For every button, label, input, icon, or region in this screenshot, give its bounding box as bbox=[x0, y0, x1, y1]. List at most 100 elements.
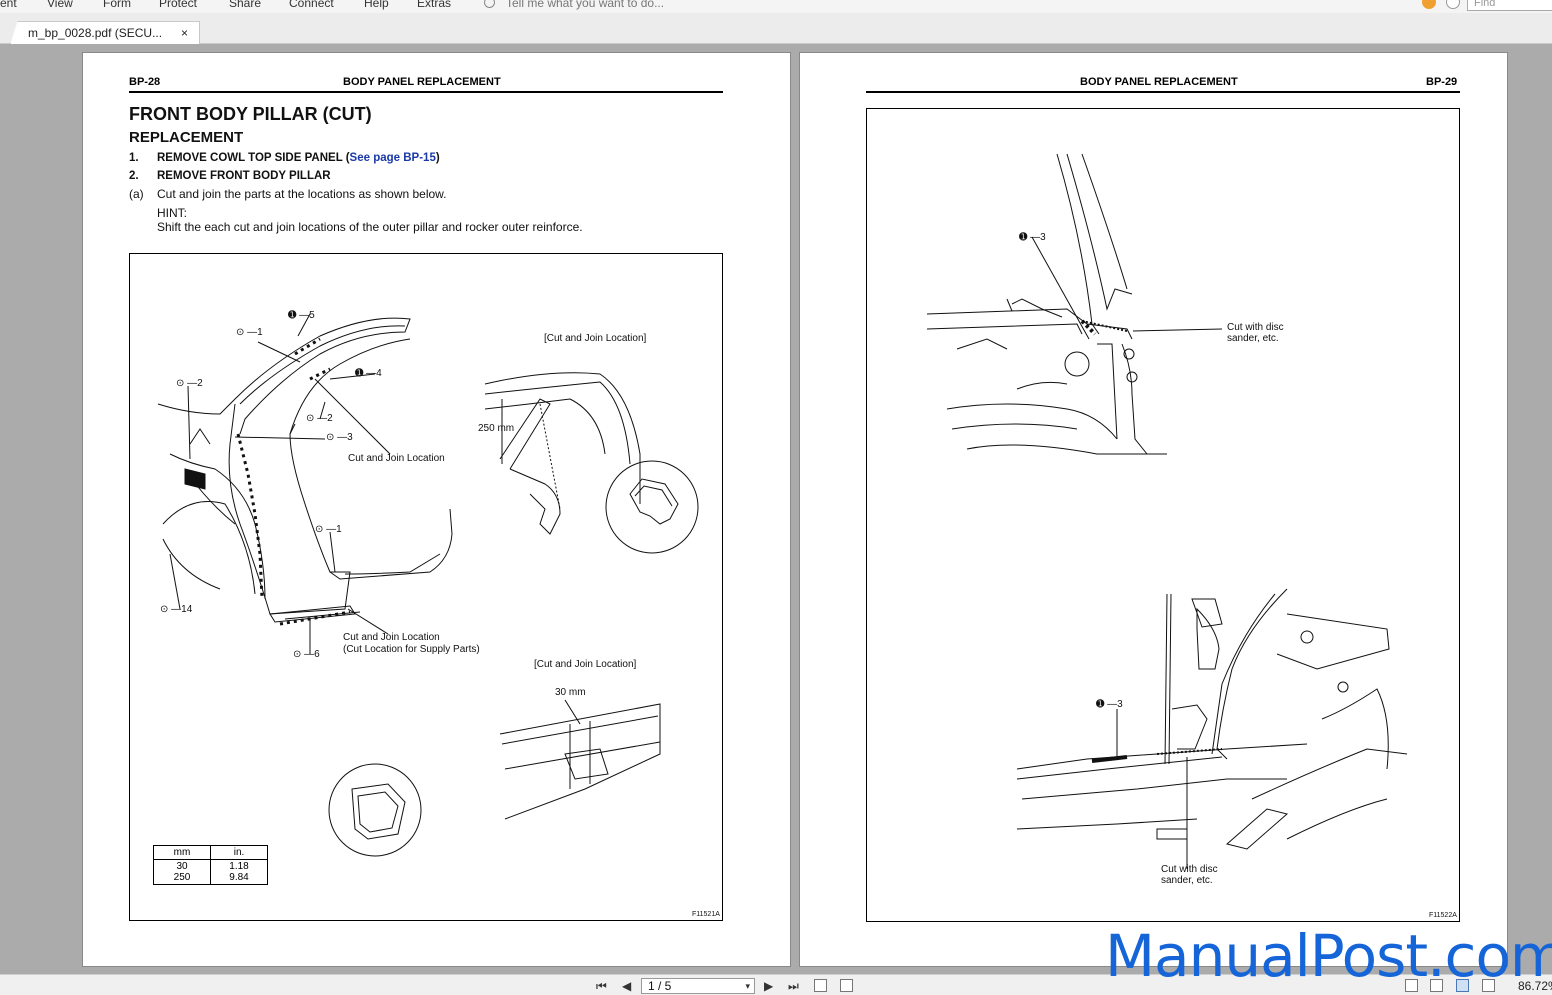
section-title: FRONT BODY PILLAR (CUT) bbox=[129, 104, 372, 124]
next-page-icon[interactable]: ▶ bbox=[764, 979, 774, 993]
page-code: BP-29 bbox=[1426, 76, 1458, 88]
callout-3: ⊙ —3 bbox=[326, 432, 353, 443]
page-header: BODY PANEL REPLACEMENT bbox=[343, 76, 501, 88]
callout-3-bottom-number: 3 bbox=[1117, 699, 1123, 710]
header-rule bbox=[866, 91, 1460, 93]
page-bp-29: BODY PANEL REPLACEMENT BP-29 bbox=[799, 52, 1508, 967]
label-cut-join-top: [Cut and Join Location] bbox=[544, 333, 647, 344]
callout-2-left-number: 2 bbox=[197, 378, 203, 389]
callout-1-top: ⊙ —1 bbox=[236, 327, 263, 338]
previous-view-icon[interactable] bbox=[814, 979, 827, 992]
tell-me-search[interactable]: Tell me what you want to do... bbox=[506, 0, 665, 10]
label-cut-join-bottom: [Cut and Join Location] bbox=[534, 659, 637, 670]
callout-3-top-number: 3 bbox=[1040, 232, 1046, 243]
callout-1-mid: ⊙ —1 bbox=[315, 524, 342, 535]
step-2: REMOVE FRONT BODY PILLAR bbox=[157, 170, 331, 182]
account-icon[interactable] bbox=[1446, 0, 1460, 9]
page-number-input[interactable]: 1 / 5 ▾ bbox=[641, 978, 755, 994]
status-bar: ⏮ ◀ 1 / 5 ▾ ▶ ⏭ 86.72% bbox=[0, 974, 1552, 995]
header-rule bbox=[129, 91, 723, 93]
document-tab-bar: m_bp_0028.pdf (SECU... × bbox=[0, 13, 1552, 45]
document-viewport[interactable]: BP-28 BODY PANEL REPLACEMENT FRONT BODY … bbox=[0, 44, 1552, 974]
document-tab[interactable]: m_bp_0028.pdf (SECU... × bbox=[10, 21, 200, 45]
callout-2-mid-number: 2 bbox=[327, 413, 333, 424]
callout-4: ➊ —4 bbox=[355, 368, 382, 379]
continuous-view-icon[interactable] bbox=[1430, 979, 1443, 992]
table-header-row: mm in. bbox=[153, 845, 268, 860]
next-view-icon[interactable] bbox=[840, 979, 853, 992]
figure-id: F11522A bbox=[1429, 912, 1457, 919]
callout-5: ➊ —5 bbox=[288, 310, 315, 321]
callout-1-mid-number: 1 bbox=[336, 524, 342, 535]
last-page-icon[interactable]: ⏭ bbox=[788, 979, 799, 993]
continuous-facing-view-icon[interactable] bbox=[1482, 979, 1495, 992]
table-cell-value: 30 bbox=[176, 861, 188, 872]
page-header: BODY PANEL REPLACEMENT bbox=[1080, 76, 1238, 88]
callout-3-bottom: ➊ —3 bbox=[1096, 699, 1123, 710]
menu-item-protect[interactable]: Protect bbox=[159, 0, 198, 10]
label-cut-join-location: Cut and Join Location bbox=[348, 453, 445, 464]
hint-text: Shift the each cut and join locations of… bbox=[157, 220, 583, 234]
previous-page-icon[interactable]: ◀ bbox=[622, 979, 632, 993]
label-cut-disc-top-2: sander, etc. bbox=[1227, 333, 1279, 344]
callout-3-top: ➊ —3 bbox=[1019, 232, 1046, 243]
label-30mm: 30 mm bbox=[555, 687, 586, 698]
first-page-icon[interactable]: ⏮ bbox=[596, 979, 607, 993]
step-2-text: REMOVE FRONT BODY PILLAR bbox=[157, 170, 331, 182]
callout-4-number: 4 bbox=[376, 368, 382, 379]
tab-title: m_bp_0028.pdf (SECU... bbox=[28, 26, 163, 40]
label-cut-join-supply-2: (Cut Location for Supply Parts) bbox=[343, 644, 480, 655]
callout-6-number: 6 bbox=[314, 649, 320, 660]
menu-item-share[interactable]: Share bbox=[229, 0, 262, 10]
callout-14: ⊙ —14 bbox=[160, 604, 193, 615]
menu-item-extras[interactable]: Extras bbox=[417, 0, 452, 10]
label-cut-disc-top-1: Cut with disc bbox=[1227, 322, 1284, 333]
watermark-text: ManualPost.com bbox=[1105, 922, 1552, 990]
table-header-cell: mm bbox=[153, 845, 211, 860]
chevron-down-icon[interactable]: ▾ bbox=[745, 981, 750, 991]
label-cut-disc-bottom-2: sander, etc. bbox=[1161, 875, 1213, 886]
zoom-level[interactable]: 86.72% bbox=[1518, 979, 1552, 993]
lightbulb-icon bbox=[484, 0, 495, 8]
callout-14-number: 14 bbox=[181, 604, 193, 615]
sub-step-label: (a) bbox=[129, 187, 144, 201]
callout-6: ⊙ —6 bbox=[293, 649, 320, 660]
menu-bar: ent View Form Protect Share Connect Help… bbox=[0, 0, 1552, 13]
step-1: REMOVE COWL TOP SIDE PANEL (See page BP-… bbox=[157, 152, 440, 164]
step-2-number: 2. bbox=[129, 170, 139, 182]
label-250mm: 250 mm bbox=[478, 423, 515, 434]
cut-location-illustration bbox=[926, 153, 1408, 869]
single-page-view-icon[interactable] bbox=[1405, 979, 1418, 992]
find-input[interactable]: Find bbox=[1467, 0, 1552, 11]
step-1-close: ) bbox=[435, 152, 440, 164]
page-indicator: 1 / 5 bbox=[648, 979, 672, 993]
step-1-text: REMOVE COWL TOP SIDE PANEL ( bbox=[157, 152, 350, 164]
sub-step-text: Cut and join the parts at the locations … bbox=[157, 187, 447, 201]
figure-cut-locations: ➊ —3 Cut with disc sander, etc. ➊ —3 Cut… bbox=[866, 108, 1460, 922]
pillar-illustration bbox=[157, 313, 699, 857]
table-header-cell: in. bbox=[210, 845, 268, 860]
facing-view-icon[interactable] bbox=[1456, 979, 1469, 992]
table-cell-value: 250 bbox=[173, 872, 191, 883]
menu-item-help[interactable]: Help bbox=[364, 0, 389, 10]
callout-5-number: 5 bbox=[309, 310, 315, 321]
hint-label: HINT: bbox=[157, 206, 187, 220]
callout-1-top-number: 1 bbox=[257, 327, 263, 338]
see-page-link[interactable]: See page BP-15 bbox=[349, 152, 436, 164]
menu-item-view[interactable]: View bbox=[47, 0, 73, 10]
label-cut-join-supply-1: Cut and Join Location bbox=[343, 632, 440, 643]
feedback-icon[interactable] bbox=[1422, 0, 1436, 9]
figure-front-body-pillar: ⊙ —1 ➊ —5 ⊙ —2 ➊ —4 ⊙ —2 ⊙ —3 ⊙ —1 ⊙ —14… bbox=[129, 253, 723, 921]
page-code: BP-28 bbox=[129, 76, 161, 88]
callout-3-number: 3 bbox=[347, 432, 353, 443]
callout-2-mid: ⊙ —2 bbox=[306, 413, 333, 424]
close-tab-icon[interactable]: × bbox=[181, 26, 189, 40]
menu-item-form[interactable]: Form bbox=[103, 0, 131, 10]
menu-item-document[interactable]: ent bbox=[0, 0, 17, 10]
menu-item-connect[interactable]: Connect bbox=[289, 0, 334, 10]
